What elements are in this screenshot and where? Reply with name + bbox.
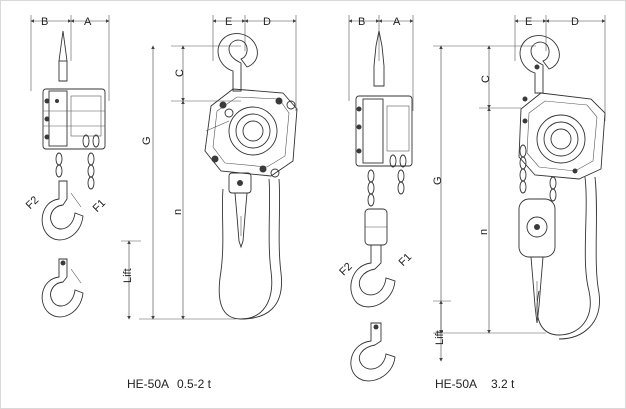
fig1-dim-b: B: [41, 16, 48, 28]
fig1-dim-c: C: [174, 69, 186, 77]
fig2-vertical-dims: C G n Lift: [432, 45, 546, 362]
fig2-dim-g: G: [432, 176, 444, 185]
fig1-vertical-dims: C G n Lift: [121, 45, 241, 320]
fig1-dim-e: E: [225, 16, 232, 28]
fig2-dim-b: B: [358, 16, 365, 28]
fig1-dim-f1: F1: [91, 197, 109, 215]
fig1-side-view: B A F2 F1: [24, 15, 110, 318]
fig1-dim-n: n: [172, 209, 184, 215]
fig2-caption-capacity: 3.2 t: [491, 377, 515, 391]
fig1-dim-lift: Lift: [122, 268, 134, 283]
fig2-dim-f1: F1: [397, 251, 415, 269]
fig1-front-view: E D: [204, 15, 298, 320]
fig1-dim-a: A: [84, 16, 92, 28]
fig1-caption-model: HE-50A: [127, 377, 169, 391]
fig2-caption-model: HE-50A: [435, 377, 477, 391]
fig2-dim-c: C: [480, 75, 492, 83]
fig1-dim-g: G: [141, 136, 153, 145]
fig2-dim-a: A: [393, 16, 401, 28]
fig2-dim-f2: F2: [337, 261, 355, 279]
fig2-dim-d: D: [571, 16, 579, 28]
fig2-front-view: E D: [514, 15, 606, 340]
fig1-dim-d: D: [263, 16, 271, 28]
fig2-side-view: B A F2 F1: [337, 15, 415, 382]
fig2-dim-e: E: [525, 16, 532, 28]
fig2-dim-lift: Lift: [434, 330, 446, 345]
fig2-dim-n: n: [478, 229, 490, 235]
fig1-caption-capacity: 0.5-2 t: [177, 377, 212, 391]
fig1-dim-f2: F2: [24, 194, 42, 212]
